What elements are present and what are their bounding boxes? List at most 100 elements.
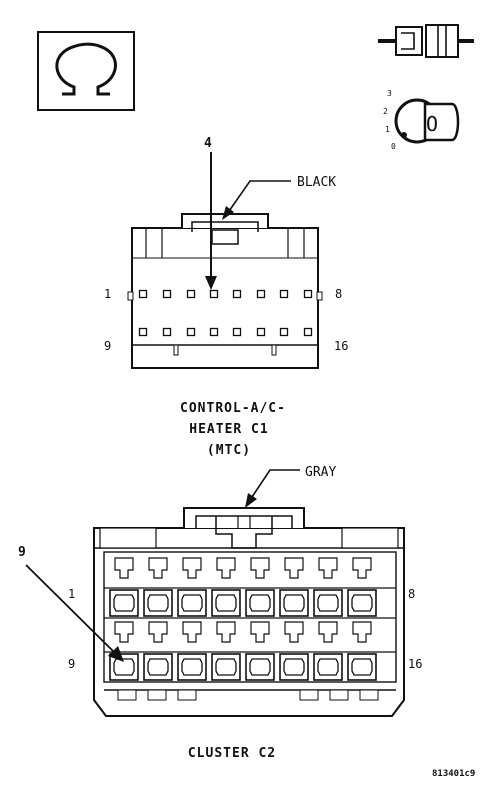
c1-cavity	[256, 327, 266, 337]
c2-cavity	[177, 653, 207, 681]
c2-pin-1-label: 1	[68, 587, 75, 601]
ignition-key-icon: 3 2 1 0 O	[383, 89, 460, 151]
c2-cavity-latch	[352, 621, 372, 643]
c2-callout-arrowhead	[108, 646, 124, 662]
c1-callout-arrowhead	[205, 276, 217, 290]
c2-cavity-terminal	[249, 658, 271, 676]
c2-cavity-latch	[250, 621, 270, 643]
c1-cavity	[303, 289, 313, 299]
c1-cavity	[232, 327, 242, 337]
figure-reference: 813401c9	[432, 769, 475, 779]
c2-cavity	[245, 589, 275, 617]
c1-pin-1-label: 1	[104, 287, 111, 301]
c2-callout-number: 9	[18, 545, 26, 560]
c2-cavity	[211, 589, 241, 617]
c2-cavity	[109, 653, 139, 681]
c2-cavity-latch	[284, 557, 304, 579]
c2-cavity-terminal	[181, 658, 203, 676]
c2-leader-arrowhead	[245, 493, 257, 508]
c2-pin-8-label: 8	[408, 587, 415, 601]
key-position-2: 2	[383, 107, 388, 116]
c2-cavities	[109, 557, 377, 681]
c1-cavity	[138, 327, 148, 337]
connector-plug-icon	[378, 24, 474, 58]
c2-cavity-latch	[216, 557, 236, 579]
c1-cavity	[162, 289, 172, 299]
c2-cavity-latch	[318, 621, 338, 643]
c2-cavity-terminal	[215, 594, 237, 612]
c1-color-label: BLACK	[297, 175, 336, 190]
c2-cavity-terminal	[147, 594, 169, 612]
c2-cavity	[109, 589, 139, 617]
connector-c1	[127, 213, 323, 369]
c2-cavity-terminal	[249, 594, 271, 612]
c1-title-line-1: CONTROL-A/C-	[180, 401, 286, 416]
c2-cavity-terminal	[351, 594, 373, 612]
c2-cavity	[313, 589, 343, 617]
c1-cavity	[138, 289, 148, 299]
c2-cavity-terminal	[317, 658, 339, 676]
c2-cavity-terminal	[113, 658, 135, 676]
c2-cavity	[279, 589, 309, 617]
c2-cavity-latch	[114, 557, 134, 579]
c2-pin-16-label: 16	[408, 657, 422, 671]
c2-cavity-latch	[250, 557, 270, 579]
c2-base-tabs	[117, 689, 379, 701]
key-letter: O	[426, 112, 438, 136]
c2-cavity	[347, 589, 377, 617]
c2-base-tab	[117, 689, 137, 701]
c1-cavities	[138, 289, 313, 337]
connector-c2	[93, 507, 405, 717]
c2-cavity-terminal	[283, 658, 305, 676]
c2-cavity	[177, 589, 207, 617]
c2-cavity-latch	[148, 621, 168, 643]
c2-cavity-terminal	[317, 594, 339, 612]
c2-cavity	[313, 653, 343, 681]
c2-leader-line	[249, 469, 300, 501]
c1-cavity	[209, 327, 219, 337]
c2-cavity	[143, 653, 173, 681]
c1-cavity	[303, 327, 313, 337]
c1-title-line-3: (MTC)	[207, 443, 251, 458]
c2-cavity-latch	[182, 557, 202, 579]
key-position-3: 3	[387, 89, 392, 98]
c2-cavity-latch	[318, 557, 338, 579]
c1-cavity	[279, 289, 289, 299]
c2-base-tab	[177, 689, 197, 701]
c1-pin-16-label: 16	[334, 339, 348, 353]
c1-leader-line	[226, 180, 291, 215]
c1-callout-number: 4	[204, 136, 212, 151]
c2-color-label: GRAY	[305, 465, 336, 480]
key-position-1: 1	[385, 125, 390, 134]
c2-cavity-latch	[284, 621, 304, 643]
c2-cavity-terminal	[181, 594, 203, 612]
c2-cavity-terminal	[147, 658, 169, 676]
c2-base-tab	[329, 689, 349, 701]
c2-pin-9-label: 9	[68, 657, 75, 671]
c2-cavity-latch	[352, 557, 372, 579]
c1-leader-arrowhead	[222, 206, 234, 220]
c1-cavity	[162, 327, 172, 337]
c2-cavity-terminal	[215, 658, 237, 676]
c2-callout-arrow-line	[25, 564, 117, 655]
c2-cavity	[347, 653, 377, 681]
c1-cavity	[256, 289, 266, 299]
c1-cavity	[232, 289, 242, 299]
c2-cavity-latch	[114, 621, 134, 643]
c1-pin-8-label: 8	[335, 287, 342, 301]
c2-base-tab	[147, 689, 167, 701]
c2-cavity-terminal	[113, 594, 135, 612]
c2-title: CLUSTER C2	[188, 746, 276, 761]
c2-cavity	[211, 653, 241, 681]
c1-title-line-2: HEATER C1	[189, 422, 268, 437]
key-position-0: 0	[391, 142, 396, 151]
c2-cavity	[143, 589, 173, 617]
c2-base-tab	[299, 689, 319, 701]
c1-cavity	[186, 327, 196, 337]
c2-cavity-latch	[182, 621, 202, 643]
c1-cavity	[279, 327, 289, 337]
c2-cavity-latch	[148, 557, 168, 579]
c2-cavity-terminal	[283, 594, 305, 612]
c2-base-tab	[359, 689, 379, 701]
